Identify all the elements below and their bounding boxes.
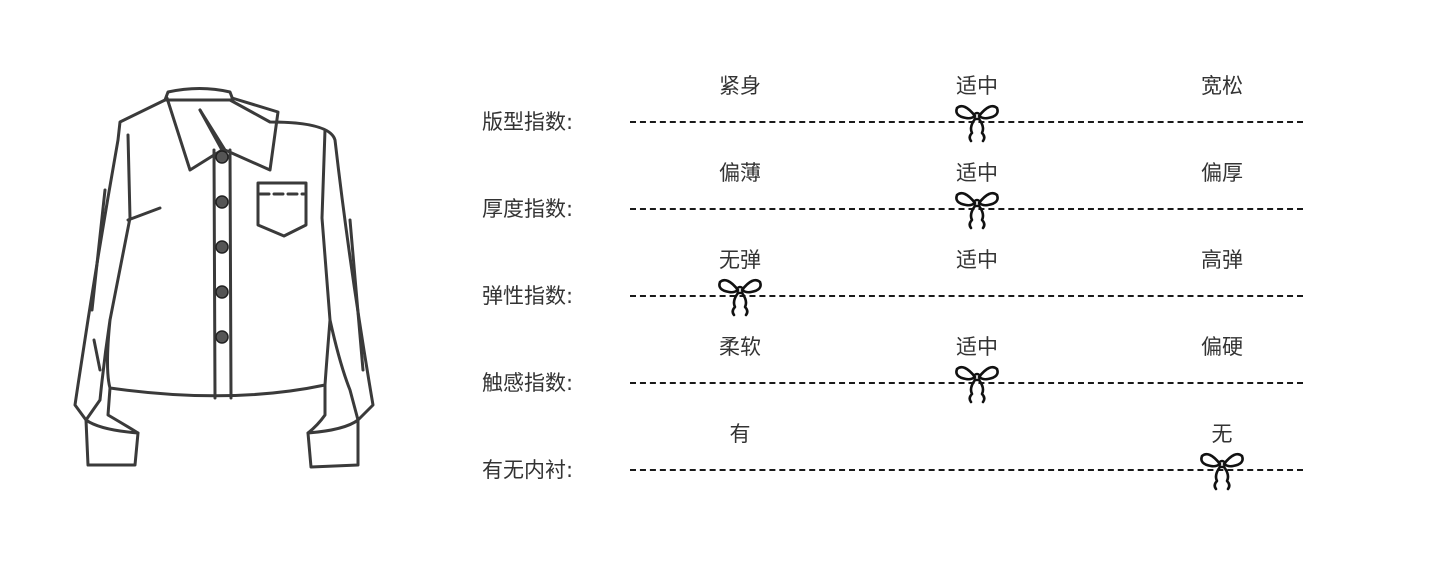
scale-option: 偏薄 <box>719 161 761 185</box>
scale-option: 宽松 <box>1201 74 1243 98</box>
scale-row: 版型指数: 紧身 适中 宽松 <box>0 70 1440 143</box>
scale-row: 厚度指数: 偏薄 适中 偏厚 <box>0 157 1440 230</box>
scale-line <box>630 121 1303 123</box>
bow-icon <box>954 100 1000 144</box>
scale-row-label: 触感指数: <box>482 371 574 395</box>
scale-option: 无 <box>1211 422 1233 446</box>
scale-row: 触感指数: 柔软 适中 偏硬 <box>0 331 1440 404</box>
scale-option: 无弹 <box>719 248 761 272</box>
bow-icon <box>954 187 1000 231</box>
scale-row: 弹性指数: 无弹 适中 高弹 <box>0 244 1440 317</box>
scale-row-label: 有无内衬: <box>482 458 574 482</box>
scale-option: 适中 <box>956 335 998 359</box>
scale-option: 适中 <box>956 248 998 272</box>
shirt-illustration <box>73 87 375 469</box>
scale-row: 有无内衬: 有 无 <box>0 418 1440 491</box>
scale-option: 偏厚 <box>1201 161 1243 185</box>
scale-line <box>630 382 1303 384</box>
scale-row-label: 弹性指数: <box>482 284 574 308</box>
scale-option: 高弹 <box>1201 248 1243 272</box>
scale-option: 紧身 <box>719 74 761 98</box>
scale-line <box>630 295 1303 297</box>
scale-row-label: 厚度指数: <box>482 197 574 221</box>
scale-option: 适中 <box>956 161 998 185</box>
bow-icon <box>717 274 763 318</box>
bow-icon <box>1199 448 1245 492</box>
scale-line <box>630 469 1303 471</box>
scale-option: 柔软 <box>719 335 761 359</box>
scale-row-label: 版型指数: <box>482 110 574 134</box>
scale-option: 适中 <box>956 74 998 98</box>
scale-option: 偏硬 <box>1201 335 1243 359</box>
bow-icon <box>954 361 1000 405</box>
scale-option: 有 <box>729 422 751 446</box>
scale-line <box>630 208 1303 210</box>
